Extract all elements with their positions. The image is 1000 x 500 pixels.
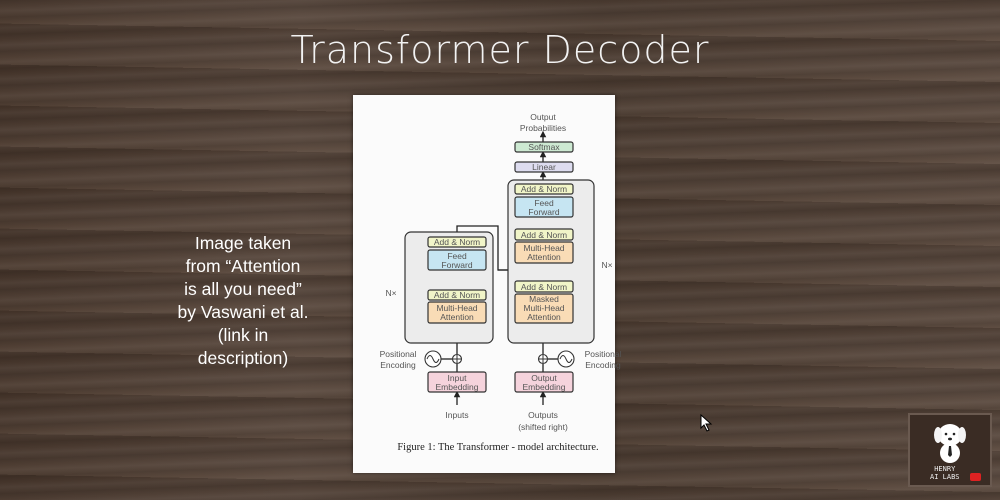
dog-icon (934, 424, 966, 463)
output-probabilities-label: Output (530, 112, 556, 122)
slide-title: Transformer Decoder (290, 28, 710, 72)
nx-label: N× (385, 288, 396, 298)
add-norm-label: Add & Norm (521, 282, 567, 292)
output-embedding-label: Embedding (522, 382, 565, 392)
softmax-label: Softmax (528, 142, 560, 152)
decoder-feed-forward (514, 196, 574, 218)
positional-encoding-label: Encoding (585, 360, 621, 370)
attention-label: Multi-Head (436, 303, 477, 313)
attribution-text: Image taken from “Attention is all you n… (143, 232, 343, 370)
attribution-line: from “Attention (185, 256, 301, 276)
outputs-label: (shifted right) (518, 422, 568, 432)
nx-label: N× (601, 260, 612, 270)
positional-encoding-label: Positional (380, 349, 417, 359)
decoder-add-norm-1 (514, 280, 574, 293)
masked-attention-label: Multi-Head (523, 303, 564, 313)
input-embedding-box (427, 371, 487, 393)
encoder-add-norm-1 (427, 289, 487, 301)
masked-attention-label: Masked (529, 294, 559, 304)
positional-encoding-label: Positional (585, 349, 622, 359)
linear-label: Linear (532, 162, 556, 172)
add-norm-label: Add & Norm (521, 184, 567, 194)
output-embedding-box (514, 371, 574, 393)
logo-line: AI LABS (930, 473, 960, 481)
attribution-line: (link in (217, 325, 269, 345)
inputs-label: Inputs (445, 410, 468, 420)
decoder-add-norm-2 (514, 228, 574, 241)
figure-caption: Figure 1: The Transformer - model archit… (397, 442, 598, 453)
masked-attention-label: Attention (527, 312, 561, 322)
youtube-icon (970, 473, 981, 481)
input-embedding-label: Input (448, 373, 468, 383)
attention-label: Multi-Head (523, 243, 564, 253)
feed-forward-label: Forward (441, 260, 472, 270)
output-embedding-label: Output (531, 373, 557, 383)
add-norm-label: Add & Norm (434, 290, 480, 300)
encoder-feed-forward (427, 249, 487, 271)
logo-text: HENRY AI LABS (930, 465, 960, 481)
output-probabilities-label: Probabilities (520, 123, 566, 133)
add-norm-label: Add & Norm (434, 237, 480, 247)
henry-ai-labs-logo: HENRY AI LABS (908, 413, 992, 487)
encoder-add-norm-2 (427, 236, 487, 248)
encoder-block (404, 231, 494, 344)
attribution-line: by Vaswani et al. (177, 302, 309, 322)
softmax-box (514, 141, 574, 153)
add-norm-label: Add & Norm (521, 230, 567, 240)
attribution-line: description) (197, 348, 289, 368)
encoder-multi-head-attention (427, 301, 487, 324)
attribution-line: Image taken (194, 233, 292, 253)
linear-box (514, 161, 574, 173)
attention-label: Attention (527, 252, 561, 262)
positional-encoding-label: Encoding (380, 360, 416, 370)
feed-forward-label: Feed (447, 251, 467, 261)
outputs-label: Outputs (528, 410, 558, 420)
attribution-line: is all you need” (184, 279, 302, 299)
feed-forward-label: Feed (534, 198, 554, 208)
decoder-masked-attention (514, 293, 574, 324)
input-embedding-label: Embedding (435, 382, 478, 392)
attention-label: Attention (440, 312, 474, 322)
logo-line: HENRY (934, 465, 956, 473)
decoder-multi-head-attention (514, 241, 574, 264)
feed-forward-label: Forward (528, 207, 559, 217)
decoder-add-norm-3 (514, 183, 574, 195)
mouse-cursor-icon (700, 414, 713, 432)
